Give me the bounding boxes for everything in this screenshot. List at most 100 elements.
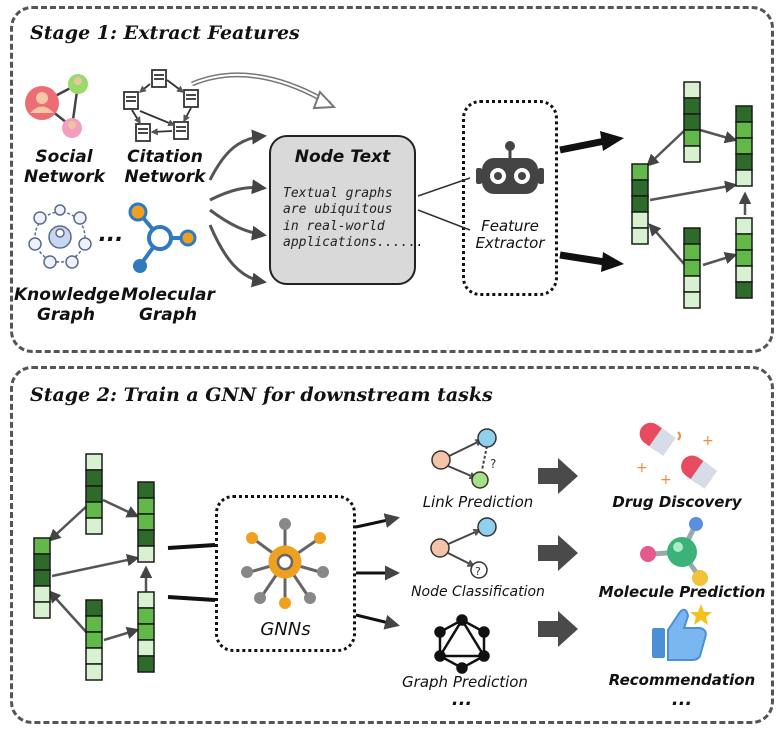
feature-cell — [683, 291, 701, 309]
stage1-title: Stage 1: Extract Features — [30, 22, 300, 44]
feature-cell — [85, 647, 103, 665]
feature-cell — [735, 105, 753, 123]
feature-cell — [137, 513, 155, 531]
pill-icon: + + + — [636, 422, 718, 489]
gnn-label: GNNs — [260, 619, 311, 640]
feature-cell — [683, 243, 701, 261]
svg-text:?: ? — [475, 565, 481, 578]
feature-cell — [85, 453, 103, 471]
feature-cell — [85, 485, 103, 503]
gnn-icon — [241, 518, 329, 609]
feature-vector — [137, 481, 155, 563]
feature-cell — [735, 153, 753, 171]
feature-vector — [683, 227, 701, 309]
thumbs-up-icon — [652, 604, 712, 661]
molecular-graph-icon — [128, 202, 197, 273]
svg-text:?: ? — [490, 457, 496, 471]
citation-network-icon — [123, 69, 199, 142]
feature-cell — [683, 97, 701, 115]
svg-text:+: + — [702, 433, 714, 449]
feature-cell — [85, 599, 103, 617]
node-text-body: Textual graphs are ubiquitous in real-wo… — [283, 186, 424, 250]
molecule-icon — [640, 517, 708, 586]
node-text-box — [269, 135, 416, 285]
task-ellipsis: ... — [451, 689, 473, 710]
feature-vector — [137, 591, 155, 673]
feature-extractor-label: Feature Extractor — [475, 217, 545, 253]
molecular-graph-label: Molecular Graph — [121, 285, 215, 325]
feature-cell — [137, 607, 155, 625]
feature-cell — [85, 663, 103, 681]
feature-cell — [631, 227, 649, 245]
robot-icon — [476, 141, 544, 194]
feature-cell — [735, 121, 753, 139]
knowledge-graph-label: Knowledge Graph — [14, 285, 120, 325]
feature-cell — [137, 655, 155, 673]
feature-cell — [137, 481, 155, 499]
feature-cell — [137, 529, 155, 547]
feature-cell — [631, 179, 649, 197]
drug-discovery-label: Drug Discovery — [612, 493, 742, 511]
feature-vector — [683, 81, 701, 163]
task-to-app-arrows — [538, 458, 578, 647]
feature-cell — [683, 81, 701, 99]
graph-prediction-icon — [434, 614, 490, 674]
graph-prediction-label: Graph Prediction — [402, 673, 528, 691]
feature-cell — [33, 569, 51, 587]
feature-vector — [85, 453, 103, 535]
social-network-label: Social Network — [24, 147, 105, 187]
feature-cell — [33, 537, 51, 555]
molecule-prediction-label: Molecule Prediction — [598, 583, 766, 601]
feature-cell — [631, 163, 649, 181]
feature-cell — [683, 259, 701, 277]
feature-cell — [735, 265, 753, 283]
feature-cell — [683, 113, 701, 131]
feature-cell — [85, 631, 103, 649]
link-prediction-icon: ? — [431, 428, 497, 489]
feature-cell — [683, 275, 701, 293]
feature-cell — [735, 281, 753, 299]
feature-cell — [137, 545, 155, 563]
citation-network-label: Citation Network — [124, 147, 206, 187]
feature-cell — [683, 129, 701, 147]
stage2-panel — [10, 366, 774, 724]
feature-cell — [631, 211, 649, 229]
feature-vector — [735, 105, 753, 187]
source-ellipsis: ... — [98, 222, 124, 247]
feature-cell — [137, 591, 155, 609]
feature-cell — [735, 169, 753, 187]
feature-cell — [735, 249, 753, 267]
feature-cell — [137, 497, 155, 515]
feature-cell — [85, 615, 103, 633]
feature-extractor-box — [462, 100, 558, 296]
svg-text:+: + — [660, 472, 672, 488]
stage1-panel — [10, 6, 774, 353]
feature-cell — [85, 501, 103, 519]
feature-cell — [137, 639, 155, 657]
node-text-title: Node Text — [294, 147, 391, 167]
node-classification-label: Node Classification — [411, 584, 545, 600]
feature-cell — [85, 517, 103, 535]
feature-vector — [85, 599, 103, 681]
stage2-title: Stage 2: Train a GNN for downstream task… — [30, 384, 493, 406]
feature-cell — [137, 623, 155, 641]
feature-cell — [631, 195, 649, 213]
feature-vector — [631, 163, 649, 245]
feature-vector — [33, 537, 51, 619]
knowledge-graph-icon — [28, 204, 92, 269]
feature-cell — [735, 233, 753, 251]
feature-cell — [33, 585, 51, 603]
gnn-box — [215, 495, 356, 652]
link-prediction-label: Link Prediction — [422, 493, 534, 511]
feature-cell — [85, 469, 103, 487]
app-ellipsis: ... — [671, 689, 693, 710]
feature-cell — [33, 601, 51, 619]
feature-vector — [735, 217, 753, 299]
feature-cell — [735, 137, 753, 155]
social-network-icon — [25, 74, 88, 138]
node-classification-icon: ? — [430, 517, 497, 579]
feature-cell — [683, 145, 701, 163]
recommendation-label: Recommendation — [608, 671, 756, 689]
svg-text:+: + — [636, 460, 648, 476]
